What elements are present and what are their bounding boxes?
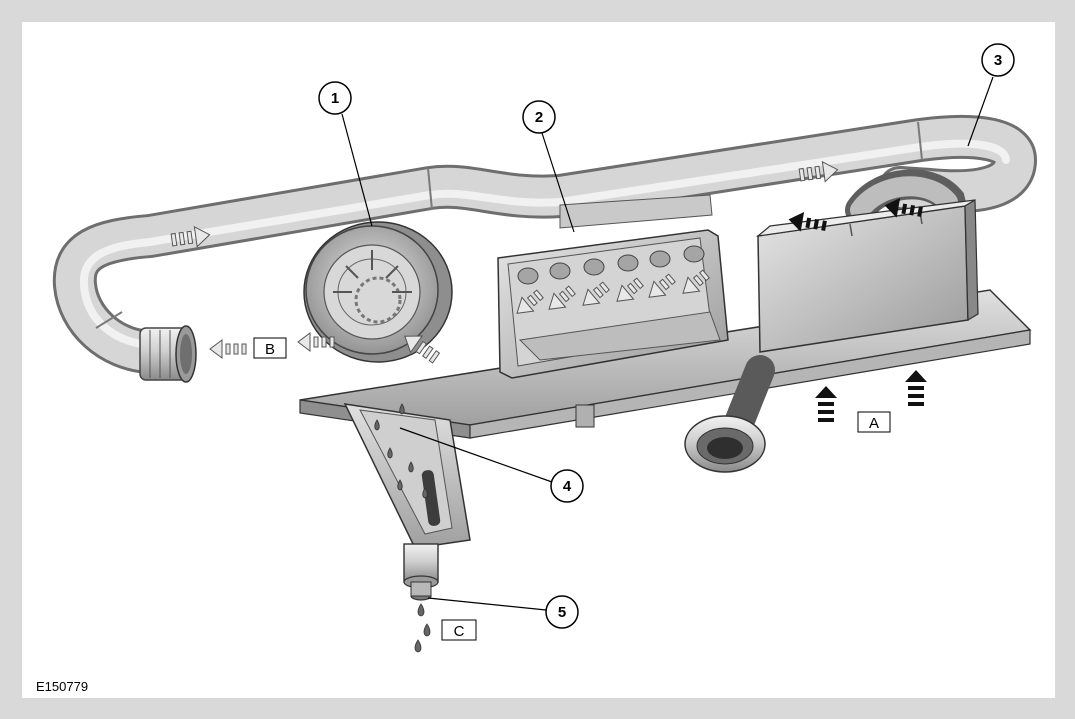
lower-connector: [575, 355, 775, 473]
callout-2-label: 2: [535, 109, 543, 126]
callout-1-label: 1: [331, 90, 339, 107]
callout-2: 2: [522, 100, 556, 134]
callout-4: 4: [550, 469, 584, 503]
flow-label-a-text: A: [869, 415, 879, 432]
flow-label-b-text: B: [265, 341, 275, 358]
flow-label-b: B: [253, 337, 287, 359]
callout-5: 5: [545, 595, 579, 629]
circular-grille: [303, 221, 453, 363]
callout-4-label: 4: [563, 478, 572, 495]
louvre-panel: [497, 194, 729, 379]
callout-1: 1: [318, 81, 352, 115]
flow-label-c: C: [441, 619, 477, 641]
dark-flow-arrows: [788, 197, 927, 422]
flow-arrows: [170, 160, 839, 364]
figure-id-label: E150779: [36, 679, 89, 694]
drip-drops: [414, 603, 431, 653]
callout-3-label: 3: [994, 52, 1002, 69]
flow-label-a: A: [857, 411, 891, 433]
callout-3: 3: [981, 43, 1015, 77]
flow-label-c-text: C: [454, 623, 465, 640]
hose: [52, 114, 1037, 383]
callout-5-label: 5: [558, 604, 566, 621]
leader-lines: [341, 76, 994, 611]
